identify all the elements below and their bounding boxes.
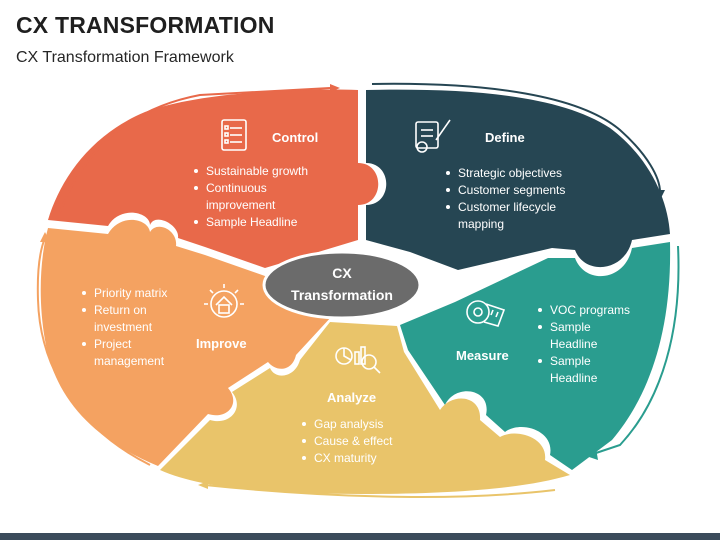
- bullet-text: improvement: [206, 198, 276, 212]
- bullet-text: CX maturity: [314, 451, 377, 465]
- center-line1: CX: [332, 265, 352, 281]
- bullet-dot: [302, 422, 306, 426]
- bullet-text: Cause & effect: [314, 434, 393, 448]
- segment-measure: [400, 242, 671, 470]
- bullet-text: management: [94, 354, 165, 368]
- arrow-measure: [589, 245, 680, 456]
- bullet-text: Continuous: [206, 181, 267, 195]
- bullet-dot: [446, 205, 450, 209]
- bullet-dot: [82, 342, 86, 346]
- arrow-improve: [36, 237, 151, 466]
- bullet-text: Headline: [550, 337, 598, 351]
- arrow-define: [371, 82, 661, 193]
- bullet-text: Customer lifecycle: [458, 200, 556, 214]
- outer-arrows: [36, 82, 680, 498]
- bullet-text: Strategic objectives: [458, 166, 562, 180]
- page-subtitle: CX Transformation Framework: [16, 49, 234, 66]
- checklist-icon: [221, 119, 247, 151]
- bullet-text: mapping: [458, 217, 504, 231]
- bullet-text: Gap analysis: [314, 417, 383, 431]
- bullet-text: Customer segments: [458, 183, 565, 197]
- heading-measure: Measure: [456, 348, 509, 363]
- bullet-dot: [446, 171, 450, 175]
- bullet-text: investment: [94, 320, 153, 334]
- center-line2: Transformation: [291, 287, 393, 303]
- bottom-bar: [0, 533, 720, 540]
- document-pen-icon: [415, 119, 451, 153]
- page-title: CX TRANSFORMATION: [16, 12, 275, 38]
- bullet-text: Project: [94, 337, 132, 351]
- bullet-dot: [194, 186, 198, 190]
- arrow-analyze: [204, 484, 556, 498]
- segment-improve: [40, 219, 332, 466]
- bullet-text: Return on: [94, 303, 147, 317]
- bullet-text: Headline: [550, 371, 598, 385]
- segment-analyze: [160, 322, 570, 494]
- house-sun-icon: [204, 284, 244, 318]
- segment-define: [366, 89, 670, 270]
- bullet-text: Priority matrix: [94, 286, 167, 300]
- bullet-dot: [302, 439, 306, 443]
- heading-analyze: Analyze: [327, 390, 376, 405]
- heading-define: Define: [485, 130, 525, 145]
- arrow-control: [59, 87, 331, 213]
- bullet-dot: [538, 359, 542, 363]
- bullet-dot: [82, 291, 86, 295]
- heading-improve: Improve: [196, 336, 247, 351]
- bullet-dot: [82, 308, 86, 312]
- measuring-tape-icon: [466, 300, 506, 327]
- bullet-dot: [302, 456, 306, 460]
- center-ellipse: [262, 250, 422, 320]
- bullet-text: Sample Headline: [206, 215, 298, 229]
- bullet-dot: [538, 308, 542, 312]
- heading-control: Control: [272, 130, 318, 145]
- segment-control: [48, 89, 379, 268]
- bullet-dot: [446, 188, 450, 192]
- chart-magnifier-icon: [335, 346, 381, 374]
- bullet-dot: [538, 325, 542, 329]
- bullet-text: VOC programs: [550, 303, 630, 317]
- bullet-dot: [194, 169, 198, 173]
- bullet-text: Sample: [550, 354, 591, 368]
- bullet-text: Sustainable growth: [206, 164, 308, 178]
- bullet-dot: [194, 220, 198, 224]
- bullet-text: Sample: [550, 320, 591, 334]
